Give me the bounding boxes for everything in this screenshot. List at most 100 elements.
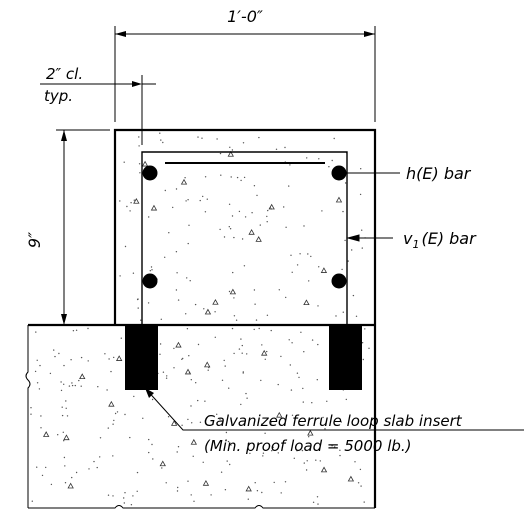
speckle-dot	[255, 319, 258, 321]
speckle-dot	[317, 343, 319, 346]
speckle-dot	[177, 486, 179, 489]
speckle-dot	[312, 501, 315, 503]
aggregate-mark	[320, 267, 328, 273]
aggregate-mark	[184, 368, 192, 375]
speckle-dot	[181, 358, 183, 360]
speckle-dot	[139, 172, 141, 174]
speckle-dot	[228, 387, 230, 389]
bar-bottom-left	[142, 273, 158, 289]
aggregate-mark	[180, 178, 188, 185]
speckle-dot	[148, 438, 150, 441]
speckle-dot	[64, 465, 66, 467]
speckle-dot	[241, 352, 243, 354]
speckle-dot	[199, 199, 201, 202]
speckle-dot	[262, 455, 264, 457]
speckle-dot	[201, 137, 203, 139]
speckle-dot	[256, 194, 258, 197]
speckle-dot	[172, 206, 174, 209]
speckle-dot	[161, 467, 163, 469]
speckle-dot	[72, 330, 75, 332]
speckle-dot	[226, 460, 228, 462]
stirrup-v1-bar	[141, 151, 348, 325]
speckle-dot	[80, 385, 82, 387]
speckle-dot	[175, 188, 178, 190]
speckle-dot	[93, 460, 95, 463]
speckle-dot	[75, 329, 78, 331]
speckle-dot	[233, 297, 235, 299]
speckle-dot	[194, 303, 197, 306]
speckle-dot	[124, 245, 127, 248]
speckle-dot	[235, 319, 238, 321]
speckle-dot	[162, 371, 165, 373]
speckle-dot	[223, 359, 225, 362]
speckle-dot	[188, 224, 190, 226]
speckle-dot	[289, 164, 291, 166]
speckle-dot	[278, 289, 280, 291]
speckle-dot	[123, 502, 126, 504]
speckle-dot	[362, 358, 364, 361]
speckle-dot	[99, 456, 101, 458]
speckle-dot	[129, 436, 131, 439]
speckle-dot	[306, 460, 308, 462]
speckle-dot	[249, 452, 251, 455]
speckle-dot	[318, 266, 320, 268]
insert-leader	[144, 387, 524, 431]
speckle-dot	[219, 418, 221, 420]
speckle-dot	[303, 351, 305, 353]
speckle-dot	[214, 311, 216, 313]
speckle-dot	[293, 457, 295, 459]
speckle-dot	[331, 445, 333, 447]
speckle-dot	[243, 176, 246, 179]
aggregate-mark	[108, 400, 115, 407]
aggregate-mark	[245, 485, 252, 492]
speckle-dot	[331, 159, 333, 162]
speckle-dot	[130, 504, 133, 506]
speckle-dot	[254, 303, 256, 305]
speckle-dot	[285, 226, 287, 228]
insert-label-line2: (Min. proof load = 5000 lb.)	[204, 437, 412, 455]
aggregate-mark	[202, 479, 210, 486]
speckle-dot	[35, 331, 37, 333]
speckle-dot	[359, 468, 362, 471]
speckle-dot	[261, 344, 263, 346]
speckle-dot	[305, 469, 308, 471]
speckle-dot	[187, 418, 189, 421]
speckle-dot	[316, 496, 319, 498]
speckle-dot	[53, 349, 55, 351]
aggregate-mark	[303, 299, 310, 306]
width-dimension-label: 1′-0″	[227, 7, 263, 26]
speckle-dot	[229, 228, 232, 230]
speckle-dot	[351, 249, 353, 251]
speckle-dot	[307, 253, 309, 255]
speckle-dot	[164, 256, 166, 258]
speckle-dot	[264, 358, 266, 360]
aggregate-mark	[229, 288, 237, 295]
speckle-dot	[321, 210, 323, 212]
speckle-dot	[228, 226, 230, 228]
speckle-dot	[151, 443, 153, 446]
speckle-dot	[266, 350, 268, 353]
speckle-dot	[253, 328, 255, 331]
speckle-dot	[165, 377, 168, 379]
speckle-dot	[57, 434, 59, 436]
speckle-dot	[214, 336, 216, 338]
speckle-dot	[39, 364, 41, 367]
speckle-dot	[242, 142, 245, 144]
speckle-dot	[65, 407, 67, 409]
speckle-dot	[246, 397, 248, 399]
speckle-dot	[166, 375, 168, 377]
speckle-dot	[149, 270, 151, 272]
aggregate-mark	[115, 355, 123, 361]
speckle-dot	[242, 372, 244, 374]
speckle-dot	[240, 403, 242, 406]
speckle-dot	[220, 471, 223, 473]
aggregate-mark	[212, 298, 219, 305]
speckle-dot	[80, 356, 83, 359]
speckle-dot	[302, 401, 304, 403]
speckle-dot	[256, 490, 259, 492]
speckle-dot	[229, 463, 231, 466]
speckle-dot	[240, 338, 242, 340]
speckle-dot	[63, 383, 65, 385]
speckle-dot	[34, 370, 37, 373]
speckle-dot	[270, 329, 272, 332]
